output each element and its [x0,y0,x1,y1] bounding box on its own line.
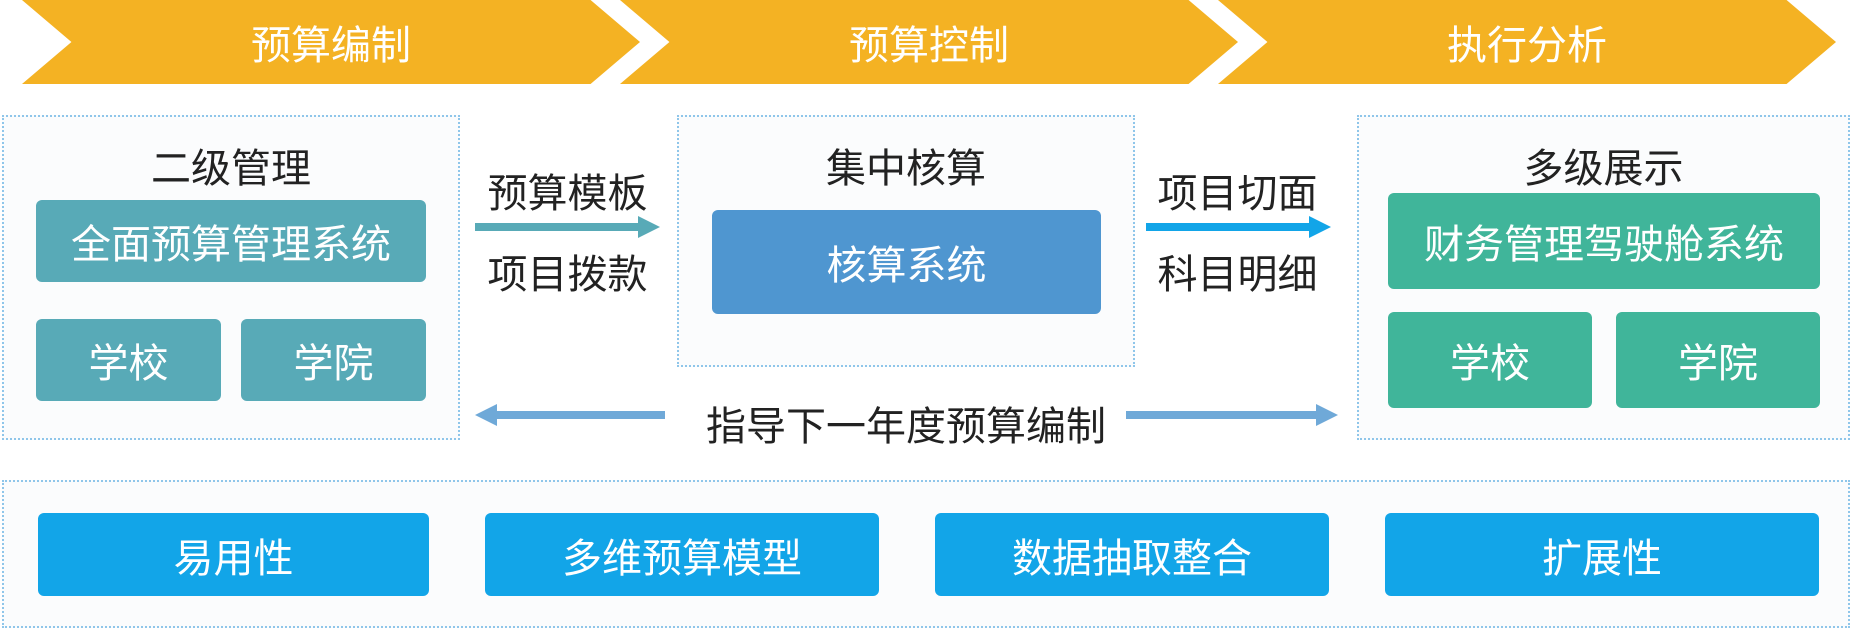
left-arrow-icon [475,404,665,426]
box-label: 全面预算管理系统 [71,222,391,268]
center-panel-title: 集中核算 [826,146,986,192]
box-label: 多维预算模型 [562,535,802,582]
box-label: 数据抽取整合 [1012,535,1252,582]
feature-extensibility-box: 扩展性 [1385,513,1819,596]
budget-management-system-box: 全面预算管理系统 [36,200,426,282]
feature-multidimensional-model-box: 多维预算模型 [485,513,879,596]
accounting-system-box: 核算系统 [712,210,1101,314]
flow-right-bottom-label: 科目明细 [1157,252,1318,298]
right-panel-title: 多级展示 [1523,146,1684,192]
finance-cockpit-system-box: 财务管理驾驶舱系统 [1388,193,1820,289]
right-arrow-icon [1146,216,1331,238]
left-panel-title: 二级管理 [151,146,311,192]
right-arrow-icon [475,216,660,238]
left-school-box: 学校 [36,319,221,401]
stage-label: 执行分析 [1447,23,1607,69]
stage-label: 预算编制 [251,23,411,69]
stage-budget-control: 预算控制 [620,0,1238,84]
feature-data-extraction-box: 数据抽取整合 [935,513,1329,596]
box-label: 学校 [1450,341,1530,387]
right-arrow-icon [1126,404,1338,426]
box-label: 学校 [88,341,169,387]
box-label: 核算系统 [826,243,987,289]
right-school-box: 学校 [1388,312,1592,408]
flow-right-top-label: 项目切面 [1157,171,1318,217]
left-college-box: 学院 [241,319,426,401]
stage-label: 预算控制 [849,23,1009,69]
stage-budget-planning: 预算编制 [22,0,640,84]
box-label: 扩展性 [1542,535,1662,582]
box-label: 财务管理驾驶舱系统 [1424,222,1784,268]
right-college-box: 学院 [1616,312,1820,408]
box-label: 学院 [1678,341,1758,387]
flow-left-top-label: 预算模板 [487,171,648,217]
feature-usability-box: 易用性 [38,513,429,596]
box-label: 易用性 [173,535,294,582]
feedback-label: 指导下一年度预算编制 [706,404,1106,450]
flow-left-bottom-label: 项目拨款 [487,252,648,298]
stage-execution-analysis: 执行分析 [1218,0,1836,84]
box-label: 学院 [293,341,374,387]
